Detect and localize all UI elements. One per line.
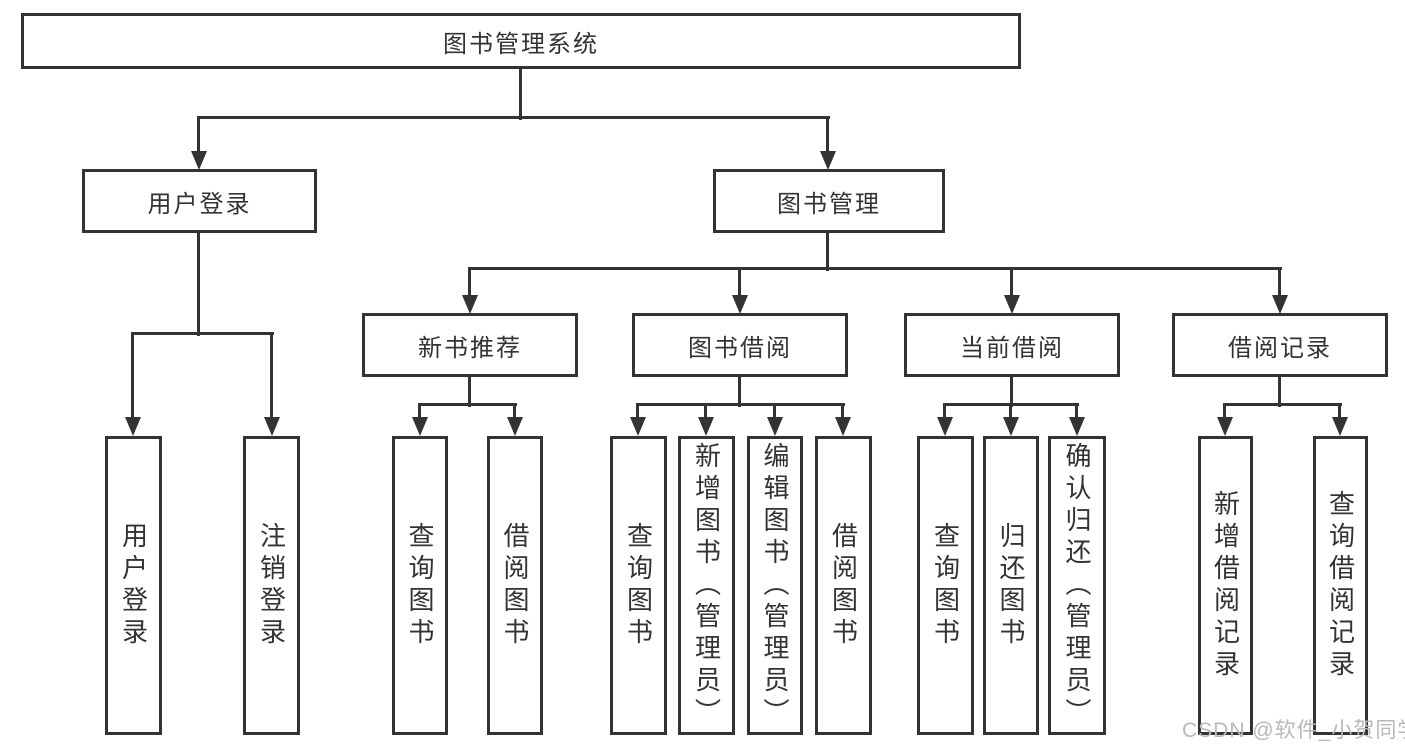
arrow-shaft	[704, 405, 707, 417]
node-label: 借阅记录	[1228, 334, 1332, 362]
arrow-shaft	[1010, 269, 1013, 295]
arrow-shaft	[418, 405, 421, 417]
leaf-query-books: 查询图书	[610, 436, 667, 735]
arrow-down-icon	[191, 151, 207, 170]
leaf-user-login: 用户登录	[105, 436, 162, 735]
node-new-book-recommend: 新书推荐	[362, 313, 578, 377]
arrow-down-icon	[412, 417, 428, 436]
arrow-shaft	[636, 405, 639, 417]
arrow-down-icon	[125, 417, 141, 436]
leaf-add-borrow-record: 新增借阅记录	[1198, 436, 1253, 735]
connector-vline	[738, 377, 741, 407]
leaf-query-books: 查询图书	[917, 436, 974, 735]
leaf-return-books: 归还图书	[983, 436, 1039, 735]
arrow-shaft	[513, 405, 516, 417]
leaf-borrow-books: 借阅图书	[487, 436, 543, 735]
connector-vline	[826, 233, 829, 271]
leaf-confirm-return-admin: 确认归还（管理员）	[1048, 436, 1106, 735]
arrow-down-icon	[1003, 417, 1019, 436]
node-label: 新增图书（管理员）	[691, 441, 722, 730]
node-label: 图书管理系统	[443, 30, 599, 58]
connector-vline	[519, 69, 522, 120]
arrow-shaft	[943, 405, 946, 417]
node-label: 编辑图书（管理员）	[760, 441, 790, 730]
arrow-down-icon	[698, 417, 714, 436]
arrow-down-icon	[462, 295, 478, 314]
connector-hline	[197, 116, 830, 119]
arrow-down-icon	[264, 417, 280, 436]
arrow-shaft	[468, 269, 471, 295]
arrow-shaft	[197, 118, 200, 151]
node-current-borrowing: 当前借阅	[904, 313, 1120, 377]
node-label: 确认归还（管理员）	[1062, 441, 1092, 730]
arrow-shaft	[738, 269, 741, 295]
arrow-shaft	[841, 405, 844, 417]
node-label: 查询图书	[405, 521, 435, 650]
arrow-shaft	[1278, 269, 1281, 295]
node-label: 借阅图书	[500, 521, 530, 650]
arrow-shaft	[773, 405, 776, 417]
arrow-down-icon	[630, 417, 646, 436]
node-label: 新增借阅记录	[1210, 489, 1241, 682]
connector-vline	[1010, 377, 1013, 407]
node-borrowing-records: 借阅记录	[1172, 313, 1388, 377]
leaf-edit-book-admin: 编辑图书（管理员）	[747, 436, 803, 735]
arrow-shaft	[1338, 405, 1341, 417]
node-label: 图书管理	[777, 190, 881, 218]
arrow-down-icon	[1217, 417, 1233, 436]
connector-hline	[131, 332, 274, 335]
node-label: 用户登录	[147, 190, 252, 218]
leaf-query-borrow-record: 查询借阅记录	[1313, 436, 1368, 735]
arrow-down-icon	[820, 151, 836, 170]
connector-hline	[1223, 403, 1342, 406]
node-label: 查询图书	[623, 521, 654, 650]
node-book-borrowing: 图书借阅	[632, 313, 848, 377]
arrow-down-icon	[1004, 295, 1020, 314]
node-label: 查询图书	[930, 521, 961, 650]
connector-hline	[418, 403, 517, 406]
node-label: 图书借阅	[688, 334, 792, 362]
arrow-shaft	[270, 334, 273, 417]
leaf-logout: 注销登录	[243, 436, 300, 735]
connector-vline	[1278, 377, 1281, 407]
connector-hline	[636, 403, 845, 406]
arrow-down-icon	[767, 417, 783, 436]
node-label: 当前借阅	[960, 334, 1064, 362]
node-label: 归还图书	[996, 521, 1026, 650]
node-label: 查询借阅记录	[1325, 489, 1356, 682]
connector-vline	[197, 233, 200, 336]
node-label: 新书推荐	[418, 334, 522, 362]
leaf-query-books: 查询图书	[392, 436, 448, 735]
leaf-add-book-admin: 新增图书（管理员）	[678, 436, 735, 735]
connector-hline	[468, 267, 1282, 270]
arrow-shaft	[131, 334, 134, 417]
leaf-borrow-books: 借阅图书	[815, 436, 872, 735]
arrow-down-icon	[1069, 417, 1085, 436]
arrow-down-icon	[507, 417, 523, 436]
arrow-shaft	[1223, 405, 1226, 417]
arrow-down-icon	[1332, 417, 1348, 436]
node-library-system: 图书管理系统	[21, 13, 1021, 69]
arrow-down-icon	[835, 417, 851, 436]
watermark: CSDN @软件_小贺同学	[1182, 719, 1405, 742]
node-label: 借阅图书	[828, 521, 859, 650]
node-label: 用户登录	[118, 521, 149, 650]
arrow-shaft	[826, 118, 829, 151]
arrow-down-icon	[1272, 295, 1288, 314]
node-user-login: 用户登录	[82, 169, 317, 233]
connector-vline	[468, 377, 471, 407]
arrow-shaft	[1075, 405, 1078, 417]
arrow-down-icon	[732, 295, 748, 314]
connector-hline	[943, 403, 1079, 406]
arrow-down-icon	[937, 417, 953, 436]
node-label: 注销登录	[256, 521, 287, 650]
node-book-management: 图书管理	[713, 169, 945, 233]
arrow-shaft	[1009, 405, 1012, 417]
